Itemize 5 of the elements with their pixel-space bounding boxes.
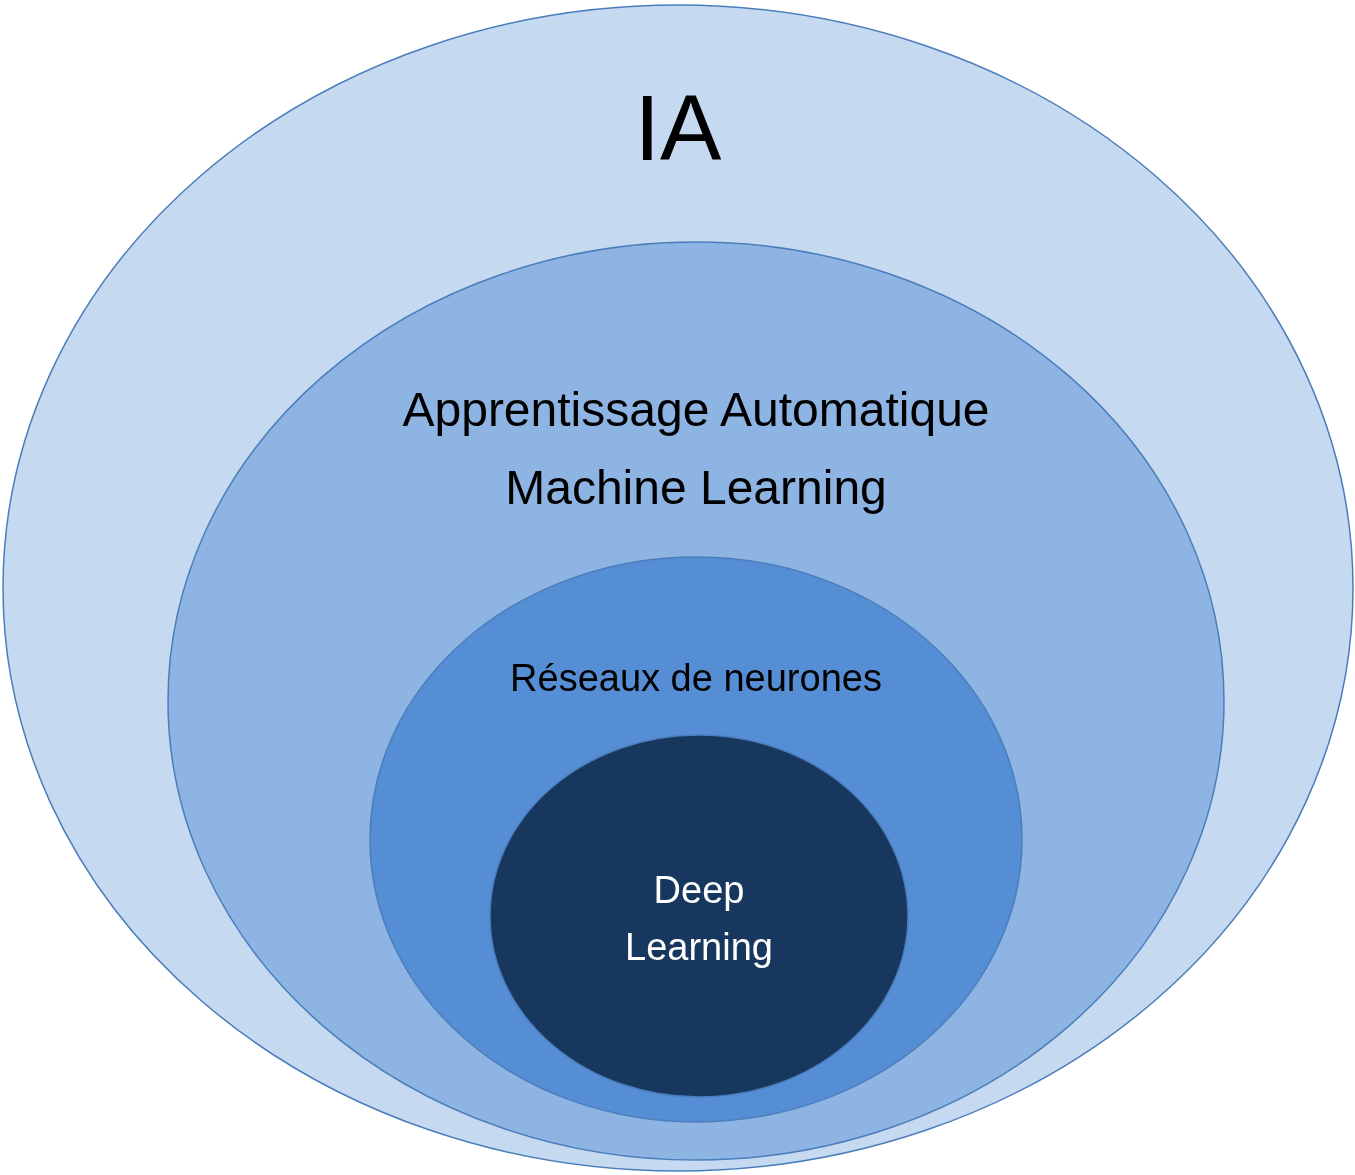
diagram-heading: IA [633, 76, 723, 181]
ellipse-label: Apprentissage Automatique [401, 382, 991, 437]
ellipse-label: Machine Learning [504, 460, 888, 515]
ellipse-label: Réseaux de neurones [509, 656, 883, 700]
ellipse-label: Deep Learning [624, 868, 774, 970]
